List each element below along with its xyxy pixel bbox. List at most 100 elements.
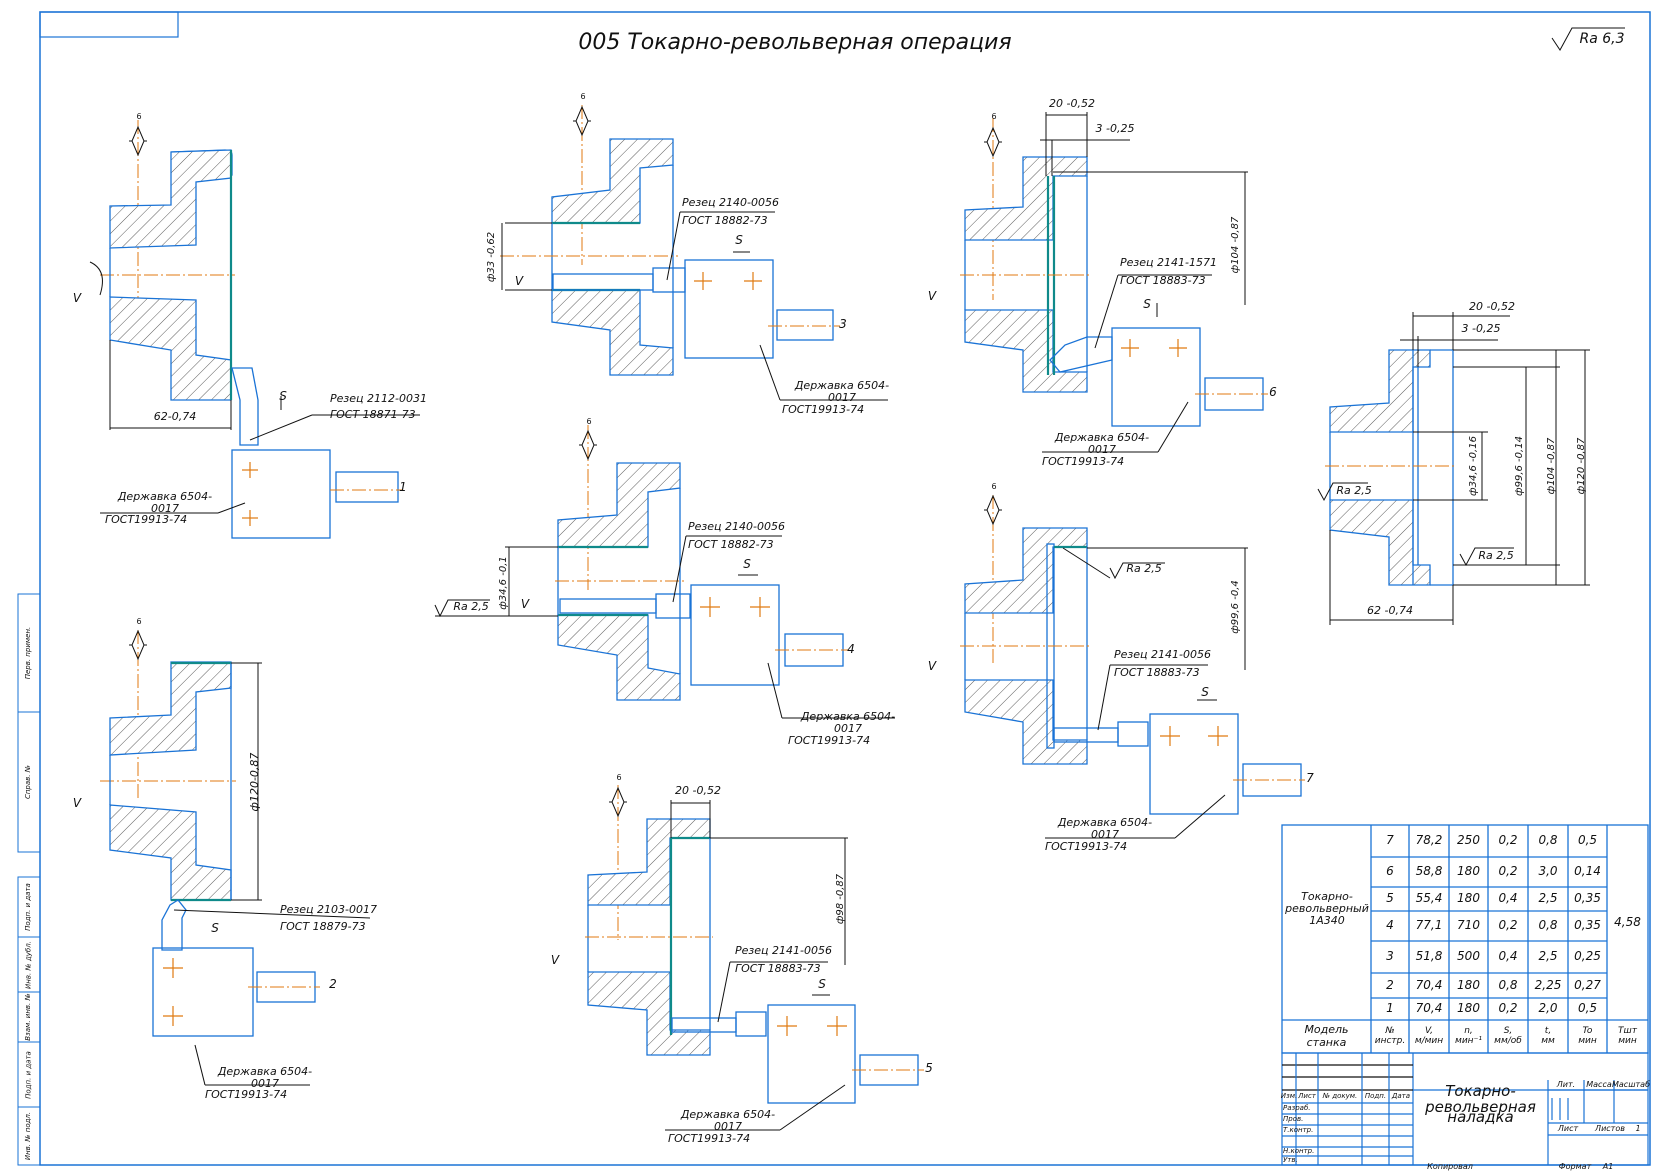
table-machine: Токарно-револьверный 1А340: [1285, 889, 1369, 928]
title-block-copied: Копировал: [1427, 1162, 1473, 1172]
setup-2: [100, 630, 371, 1086]
setup-4-cutter: Резец 2140-0056: [688, 519, 785, 533]
setup-4-position: 4: [847, 642, 855, 657]
table-cell: 70,4: [1415, 1001, 1443, 1016]
table-cell: 0,2: [1498, 833, 1518, 848]
title-block-col-header: Изм.: [1280, 1091, 1298, 1100]
setup-5-cutter-std: ГОСТ 18883-73: [735, 961, 821, 975]
setup-3-speed: V: [514, 274, 524, 289]
table-cell: 0,8: [1538, 918, 1558, 933]
setup-4-holder: Державка 6504-0017: [800, 709, 896, 735]
table-cell: 51,8: [1415, 949, 1443, 964]
setup-1-cutter-std: ГОСТ 18871-73: [330, 407, 416, 421]
base-mark-label: 6: [616, 772, 622, 782]
final-dim-length: 62 -0,74: [1367, 603, 1413, 617]
table-cell: 2,0: [1538, 1001, 1558, 1016]
title-block-row-label: Разраб.: [1283, 1103, 1311, 1112]
table-cell: 7: [1386, 833, 1394, 848]
setup-7-position: 7: [1306, 771, 1314, 786]
setup-1-holder-std: ГОСТ19913-74: [105, 512, 188, 526]
setup-7-cutter: Резец 2141-0056: [1114, 647, 1211, 661]
table-header-bottom: станка: [1306, 1035, 1347, 1049]
side-stamp-label: Инв. № дубл.: [24, 940, 33, 989]
setup-6-holder-std: ГОСТ19913-74: [1042, 454, 1125, 468]
table-header-top: To: [1582, 1025, 1593, 1036]
title-block-name-2: наладка: [1447, 1107, 1514, 1126]
setup-5: [585, 785, 924, 1131]
title-block-col-header: Дата: [1391, 1091, 1411, 1100]
setup-4-speed: V: [520, 597, 530, 612]
table-header-bottom: мин⁻¹: [1455, 1035, 1482, 1046]
final-dim-120: ф120 -0,87: [1575, 437, 1587, 495]
table-header-bottom: инстр.: [1374, 1035, 1406, 1046]
table-header: n,мин⁻¹: [1449, 1020, 1488, 1053]
table-cell: 0,2: [1498, 1001, 1518, 1016]
setup-1-feed: S: [279, 389, 287, 404]
table-cell: 6: [1386, 864, 1394, 879]
table-cell: 0,25: [1574, 949, 1601, 964]
sheet-frame: [39, 11, 1651, 1166]
side-stamp-label: Взам. инв. №: [24, 993, 33, 1041]
title-block-row-label: Утв.: [1283, 1155, 1298, 1164]
setup-6-speed: V: [927, 289, 937, 304]
setup-1-cutter: Резец 2112-0031: [330, 391, 427, 405]
setup-6-cutter-std: ГОСТ 18883-73: [1120, 273, 1206, 287]
setup-6: [960, 112, 1268, 453]
side-stamp-label: Справ. №: [24, 764, 33, 800]
setup-3-holder: Державка 6504-0017: [794, 378, 890, 404]
final-dim-width: 20 -0,52: [1469, 299, 1515, 313]
title-block-sheets-count: 1: [1635, 1123, 1641, 1133]
title-block-format: Формат: [1558, 1162, 1592, 1172]
setup-3-position: 3: [839, 317, 847, 332]
table-cell: 250: [1457, 833, 1480, 848]
title-block-sheets: Листов: [1595, 1123, 1625, 1133]
table-cell: 78,2: [1415, 833, 1443, 848]
final-roughness-recess: Ra 2,5: [1478, 548, 1514, 562]
table-header-top: n,: [1464, 1025, 1473, 1036]
table-header-bottom: м/мин: [1414, 1035, 1444, 1046]
setup-5-dimension-width: 20 -0,52: [675, 783, 721, 797]
setup-1-holder: Державка 6504-0017: [117, 489, 213, 515]
final-part: [1317, 312, 1590, 625]
table-header-bottom: мин: [1578, 1035, 1597, 1046]
table-header-bottom: мм: [1541, 1035, 1555, 1046]
base-mark-label: 6: [991, 111, 997, 121]
table-cell: 0,5: [1577, 1001, 1598, 1016]
table-header-top: Модель: [1304, 1023, 1349, 1037]
base-mark-label: 6: [580, 91, 586, 101]
setup-2-dimension: ф120-0,87: [247, 752, 261, 812]
side-stamp-label: Подп. и дата: [24, 1050, 33, 1099]
setup-7-dimension: ф99,6 -0,4: [1229, 580, 1241, 634]
setup-3-feed: S: [735, 233, 743, 248]
table-cell: 500: [1457, 949, 1480, 964]
setup-7-feed: S: [1201, 685, 1209, 700]
setup-2-position: 2: [329, 977, 337, 992]
setup-5-holder-std: ГОСТ19913-74: [668, 1131, 751, 1145]
setup-5-holder: Державка 6504-0017: [680, 1107, 776, 1133]
title-block-col-header: № докум.: [1322, 1091, 1358, 1100]
general-roughness: Ra 6,3: [1579, 31, 1625, 48]
side-stamp-label: Перв. примен.: [24, 626, 33, 680]
setup-2-holder: Державка 6504-0017: [217, 1064, 313, 1090]
setup-5-position: 5: [925, 1061, 933, 1076]
table-cell: 4: [1386, 918, 1394, 933]
table-cell: 2,5: [1538, 891, 1558, 906]
table-cell: 180: [1457, 891, 1480, 906]
table-cell: 180: [1457, 1001, 1480, 1016]
table-header: t,мм: [1528, 1020, 1568, 1053]
setup-5-dimension: ф98 -0,87: [834, 873, 846, 925]
table-cell: 0,27: [1574, 977, 1601, 992]
setup-1-dimension: 62-0,74: [153, 409, 197, 423]
final-dim-bore: ф34,6 -0,16: [1467, 436, 1479, 496]
table-header-bottom: мин: [1618, 1035, 1637, 1046]
setup-3: [500, 105, 888, 401]
table-cell: 3: [1386, 949, 1394, 964]
table-t-sht: 4,58: [1614, 914, 1641, 929]
setup-4-roughness: Ra 2,5: [453, 599, 489, 613]
table-header-bottom: мм/об: [1494, 1035, 1522, 1046]
base-mark-label: 6: [136, 616, 142, 626]
